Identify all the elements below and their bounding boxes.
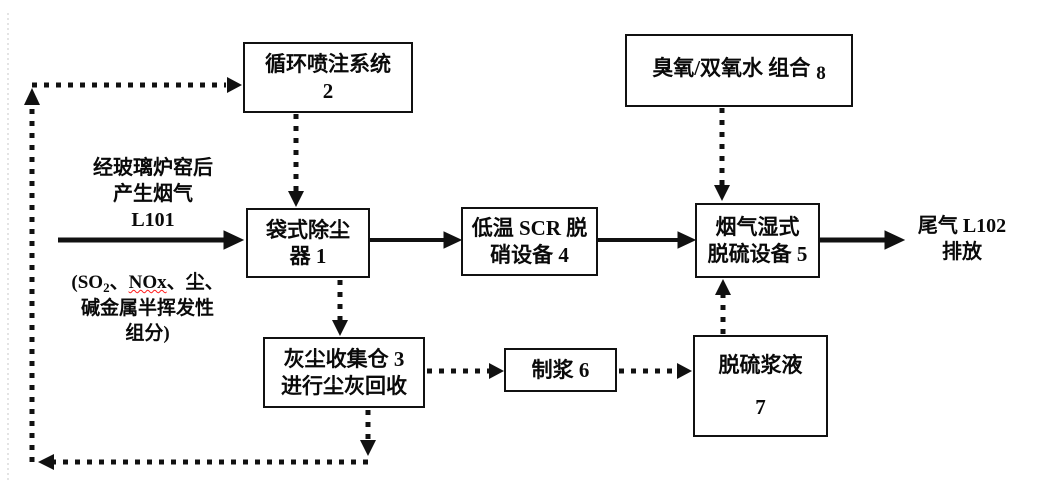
- label-gas-composition: (SO2、NOx、尘、 碱金属半挥发性 组分): [40, 270, 255, 346]
- label-composition-line2: 碱金属半挥发性: [80, 298, 214, 320]
- arrowhead-scr: [443, 231, 463, 249]
- box-scr-line2: 硝设备 4: [490, 242, 569, 267]
- label-inlet-stream-id: L101: [131, 209, 175, 231]
- box-dust-bin: 灰尘收集仓 3 进行尘灰回收: [263, 337, 425, 408]
- box-wet-fgd-line1: 烟气湿式: [715, 215, 800, 240]
- label-composition-line1: (SO2、NOx、尘、: [40, 270, 255, 296]
- composition-nox: NOx: [128, 272, 167, 293]
- arrowhead-right-slurryprep: [489, 363, 504, 379]
- box-slurry-prep: 制浆 6: [504, 348, 617, 392]
- label-inlet-line2: 产生烟气: [113, 183, 193, 205]
- label-inlet-line1: 经玻璃炉窑后: [93, 157, 213, 179]
- arrowhead-outlet: [884, 230, 906, 250]
- box-injection-system: 循环喷注系统 2: [243, 42, 413, 113]
- box-slurry-prep-text: 制浆 6: [531, 357, 590, 382]
- label-outlet-line2: 排放: [942, 241, 982, 263]
- box-fgd-slurry: 脱硫浆液 7: [693, 335, 828, 437]
- label-outlet-line1: 尾气 L102: [917, 215, 1007, 237]
- arrowhead-right-slurry7: [677, 363, 692, 379]
- arrowhead-fgd: [677, 231, 697, 249]
- box-ozone-peroxide-text: 臭氧/双氧水 组合: [652, 56, 811, 81]
- box-scr-line1: 低温 SCR 脱: [471, 216, 588, 241]
- box-wet-fgd: 烟气湿式 脱硫设备 5: [695, 203, 820, 278]
- box-injection-system-line1: 循环喷注系统: [265, 52, 391, 77]
- dotted-arrowheads: [24, 77, 731, 470]
- arrowhead-right-injection: [227, 77, 242, 93]
- composition-so-subscript: 2: [103, 280, 110, 295]
- arrowhead-inlet: [223, 230, 245, 250]
- box-fgd-slurry-line1: 脱硫浆液: [718, 353, 803, 378]
- arrowhead-down-dustbin: [332, 320, 348, 336]
- box-dust-bin-line1: 灰尘收集仓 3: [283, 347, 405, 372]
- arrowhead-down-fgd-top: [714, 185, 730, 201]
- arrowhead-down-recycle-corner: [360, 440, 376, 456]
- label-composition-line3: 组分): [125, 323, 170, 345]
- dotted-connectors: [29, 82, 726, 465]
- arrowhead-up-fgd-bottom: [715, 279, 731, 295]
- arrowhead-left-recycle-corner: [38, 454, 54, 470]
- arrowhead-down-bagfilter: [288, 191, 304, 207]
- box-injection-system-number: 2: [322, 78, 334, 103]
- composition-separator: 、: [109, 272, 129, 293]
- arrowhead-up-recycle-corner: [24, 88, 40, 105]
- label-inlet-gas: 经玻璃炉窑后 产生烟气 L101: [58, 155, 248, 233]
- box-dust-bin-line2: 进行尘灰回收: [281, 373, 407, 398]
- box-fgd-slurry-inner: 脱硫浆液 7: [695, 337, 826, 435]
- composition-dust: 、尘、: [166, 272, 224, 293]
- box-fgd-slurry-number: 7: [755, 394, 766, 419]
- box-bag-filter: 袋式除尘 器 1: [246, 208, 370, 278]
- box-wet-fgd-line2: 脱硫设备 5: [707, 241, 808, 266]
- label-outlet-gas: 尾气 L102 排放: [903, 213, 1021, 265]
- box-ozone-peroxide-number: 8: [816, 63, 826, 85]
- box-bag-filter-line1: 袋式除尘: [266, 217, 350, 242]
- composition-so: (SO: [71, 272, 104, 293]
- box-bag-filter-line2: 器 1: [289, 244, 327, 268]
- solid-flow-arrows: [58, 230, 906, 250]
- box-scr: 低温 SCR 脱 硝设备 4: [461, 207, 598, 276]
